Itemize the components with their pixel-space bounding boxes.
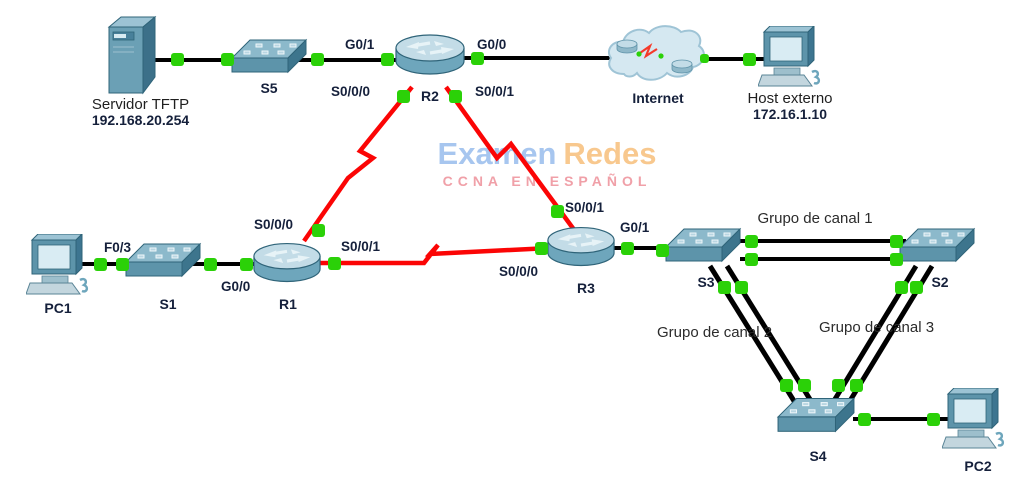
link-status-dot (397, 90, 410, 103)
device-host-externo[interactable] (758, 26, 822, 90)
link-status-dot (204, 258, 217, 271)
device-r3[interactable] (546, 224, 616, 272)
link-status-dot (328, 257, 341, 270)
link-status-dot (449, 90, 462, 103)
link-status-dot (381, 53, 394, 66)
device-s2[interactable] (898, 227, 976, 271)
iface-r2-s000: S0/0/0 (331, 84, 371, 99)
host-ip-label: 172.16.1.10 (753, 106, 827, 122)
pc-icon (26, 234, 89, 295)
link-status-dot (94, 258, 107, 271)
server-name-label: Servidor TFTP (91, 96, 190, 113)
label-channel-group-2: Grupo de canal 2 (657, 324, 773, 341)
label-channel-group-1: Grupo de canal 1 (757, 210, 873, 227)
link-status-dot (221, 53, 234, 66)
host-name-label: Host externo (747, 90, 833, 107)
label-r3: R3 (577, 280, 595, 296)
switch-icon (230, 38, 308, 74)
link-status-dot (780, 379, 793, 392)
iface-r1-s000: S0/0/0 (254, 217, 294, 232)
device-r1[interactable] (252, 240, 322, 288)
iface-r2-g00: G0/0 (477, 37, 507, 52)
server-ip-label: 192.168.20.254 (91, 112, 190, 128)
iface-r2-s001: S0/0/1 (475, 84, 515, 99)
label-r2: R2 (421, 88, 439, 104)
pc-icon (942, 388, 1005, 449)
link-status-dot (798, 379, 811, 392)
link-status-dot (927, 413, 940, 426)
link-status-dot (116, 258, 129, 271)
watermark-subtitle: CCNA EN ESPAÑOL (442, 173, 652, 189)
cloud-icon (607, 25, 705, 81)
iface-r1-s001: S0/0/1 (341, 239, 381, 254)
server-icon (107, 15, 157, 95)
link-status-dot (745, 253, 758, 266)
switch-icon (776, 397, 856, 433)
device-pc1[interactable] (26, 234, 90, 298)
label-s3: S3 (697, 274, 715, 290)
link-status-dot (656, 244, 669, 257)
link-status-dot (312, 224, 325, 237)
label-s1: S1 (159, 296, 177, 312)
label-s2: S2 (931, 274, 949, 290)
link-status-dot (745, 235, 758, 248)
iface-r1-g00: G0/0 (221, 279, 251, 294)
router-icon (547, 226, 615, 267)
link-status-dot (535, 242, 548, 255)
label-internet: Internet (632, 90, 684, 106)
link-status-dot (240, 258, 253, 271)
link-status-dot (850, 379, 863, 392)
device-s5[interactable] (230, 38, 308, 82)
device-s3[interactable] (664, 227, 742, 271)
link-status-dot (832, 379, 845, 392)
link-status-dot (890, 253, 903, 266)
link-r1-r3-serial[interactable] (320, 243, 551, 266)
iface-r2-g01: G0/1 (345, 37, 375, 52)
iface-r3-g01: G0/1 (620, 220, 650, 235)
link-status-dot (743, 53, 756, 66)
pc-icon (758, 26, 821, 87)
device-r2[interactable] (394, 32, 466, 80)
link-status-dot (890, 235, 903, 248)
device-s1[interactable] (124, 242, 202, 286)
switch-icon (664, 227, 742, 263)
link-status-dot (311, 53, 324, 66)
device-internet-cloud[interactable] (604, 22, 708, 90)
label-s4: S4 (809, 448, 827, 464)
label-s5: S5 (260, 80, 278, 96)
link-status-dot (621, 242, 634, 255)
device-s4[interactable] (776, 396, 856, 442)
label-pc1: PC1 (44, 300, 72, 316)
link-status-dot (171, 53, 184, 66)
label-pc2: PC2 (964, 458, 992, 474)
link-status-dot (718, 281, 731, 294)
link-status-dot (858, 413, 871, 426)
link-status-dot (735, 281, 748, 294)
switch-icon (898, 227, 976, 263)
switch-icon (124, 242, 202, 278)
iface-r3-s000: S0/0/0 (499, 264, 539, 279)
link-status-dot (471, 52, 484, 65)
label-r1: R1 (279, 296, 297, 312)
link-status-dot (700, 54, 709, 63)
label-channel-group-3: Grupo de canal 3 (819, 319, 935, 336)
router-icon (253, 243, 321, 283)
link-r2-r3-serial[interactable] (444, 85, 577, 233)
router-icon (395, 34, 465, 75)
link-status-dot (910, 281, 923, 294)
link-status-dot (895, 281, 908, 294)
link-status-dot (551, 205, 564, 218)
device-pc2[interactable] (942, 388, 1006, 452)
link-r1-r2-serial[interactable] (302, 85, 414, 243)
iface-s1-f03: F0/3 (104, 240, 132, 255)
device-servidor-tftp[interactable] (103, 15, 157, 97)
iface-r3-s001: S0/0/1 (565, 200, 605, 215)
